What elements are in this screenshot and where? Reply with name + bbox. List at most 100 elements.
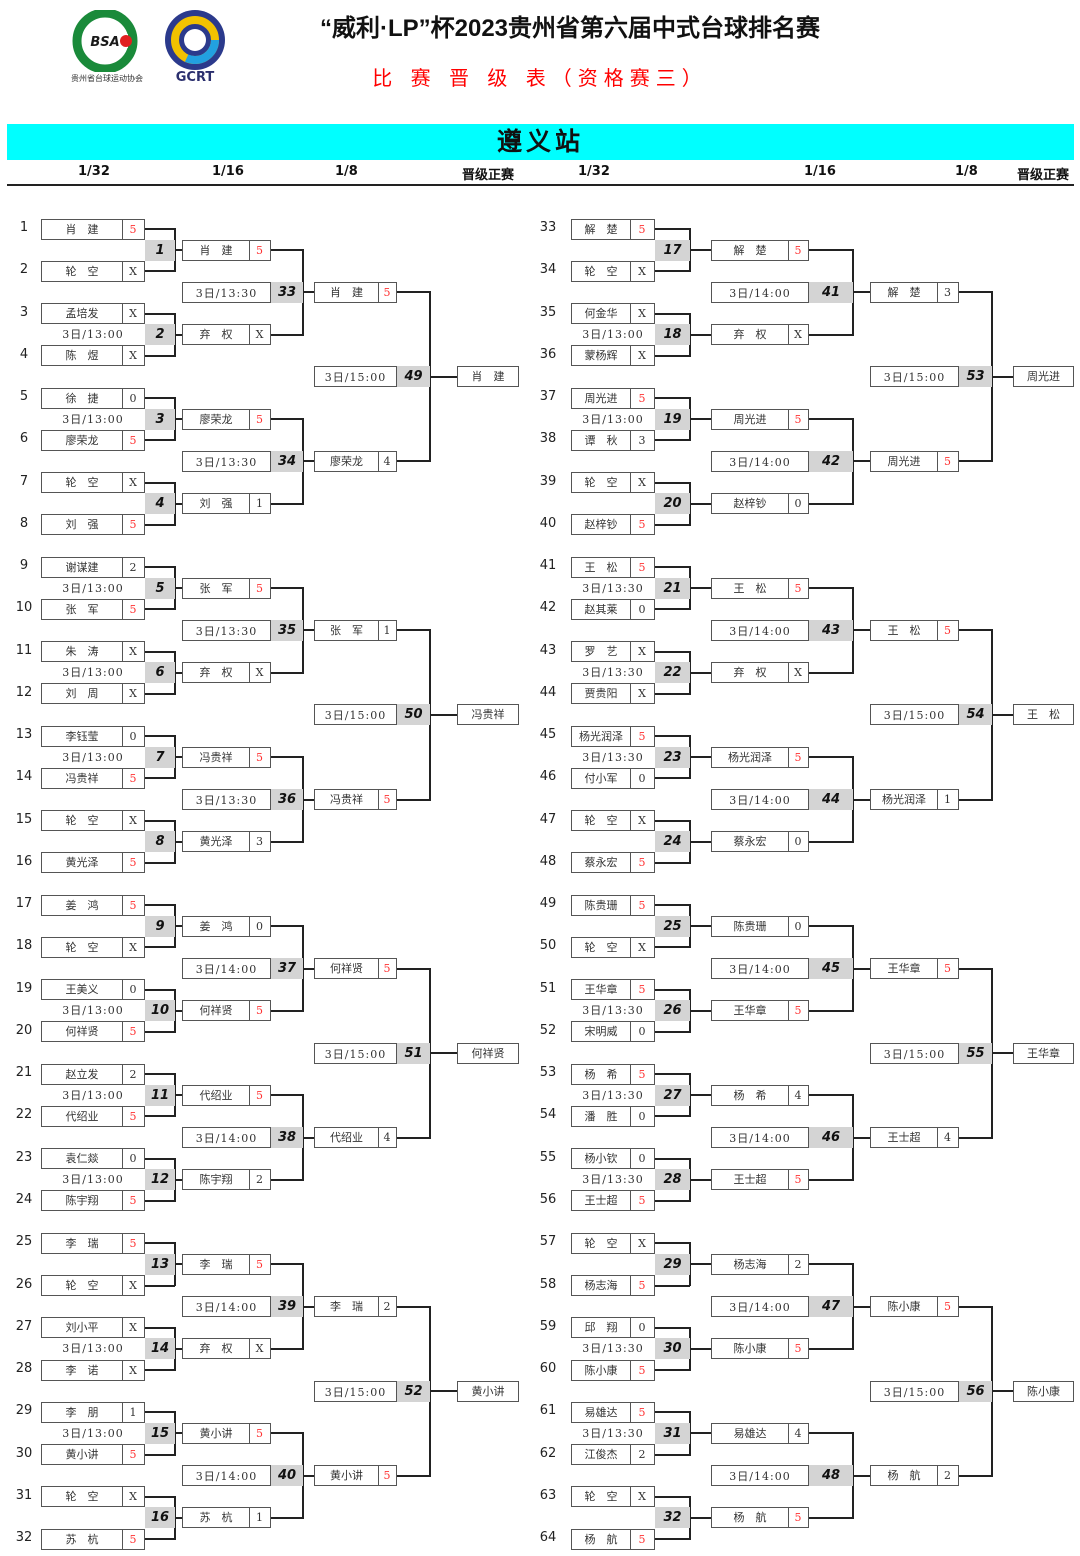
- r16-entry-name[interactable]: 廖荣龙: [182, 408, 250, 430]
- r16-entry-name[interactable]: 王华章: [711, 1000, 789, 1022]
- r8-entry-name[interactable]: 代绍业: [314, 1127, 379, 1149]
- r8-entry-name[interactable]: 周光进: [870, 450, 938, 472]
- player-name[interactable]: 谭 秋: [571, 429, 631, 451]
- r16-entry-name[interactable]: 杨 航: [711, 1507, 789, 1529]
- qualifier-name[interactable]: 周光进: [1013, 366, 1074, 388]
- player-name[interactable]: 陈小康: [571, 1359, 631, 1381]
- player-name[interactable]: 杨 希: [571, 1063, 631, 1085]
- player-name[interactable]: 冯贵祥: [41, 767, 123, 789]
- player-name[interactable]: 李 朋: [41, 1401, 123, 1423]
- r16-entry-name[interactable]: 黄光泽: [182, 831, 250, 853]
- player-name[interactable]: 轮 空: [41, 1275, 123, 1296]
- r8-entry-name[interactable]: 张 军: [314, 619, 379, 641]
- r8-entry-name[interactable]: 陈小康: [870, 1296, 938, 1318]
- player-name[interactable]: 杨 航: [571, 1528, 631, 1550]
- player-name[interactable]: 贾贵阳: [571, 683, 631, 705]
- qualifier-name[interactable]: 黄小讲: [457, 1380, 519, 1402]
- player-name[interactable]: 李 瑞: [41, 1232, 123, 1254]
- r16-entry-name[interactable]: 陈小康: [711, 1338, 789, 1360]
- player-name[interactable]: 刘 强: [41, 514, 123, 536]
- r8-entry-name[interactable]: 王 松: [870, 619, 938, 641]
- r16-entry-name[interactable]: 弃 权: [182, 324, 250, 346]
- r16-entry-name[interactable]: 杨光润泽: [711, 746, 789, 768]
- player-name[interactable]: 赵梓钞: [571, 514, 631, 536]
- r16-entry-name[interactable]: 代绍业: [182, 1084, 250, 1106]
- player-name[interactable]: 轮 空: [571, 260, 631, 282]
- player-name[interactable]: 轮 空: [571, 1232, 631, 1254]
- qualifier-name[interactable]: 王 松: [1013, 704, 1074, 726]
- player-name[interactable]: 黄光泽: [41, 852, 123, 874]
- r16-entry-name[interactable]: 冯贵祥: [182, 746, 250, 768]
- player-name[interactable]: 陈 煜: [41, 345, 123, 367]
- player-name[interactable]: 苏 杭: [41, 1528, 123, 1550]
- r16-entry-name[interactable]: 陈贵珊: [711, 915, 789, 937]
- player-name[interactable]: 轮 空: [571, 472, 631, 494]
- player-name[interactable]: 易雄达: [571, 1401, 631, 1423]
- player-name[interactable]: 代绍业: [41, 1105, 123, 1127]
- player-name[interactable]: 潘 胜: [571, 1105, 631, 1127]
- r16-entry-name[interactable]: 王 松: [711, 577, 789, 599]
- r16-entry-name[interactable]: 蔡永宏: [711, 831, 789, 853]
- player-name[interactable]: 刘 周: [41, 683, 123, 705]
- player-name[interactable]: 付小军: [571, 767, 631, 789]
- player-name[interactable]: 蔡永宏: [571, 852, 631, 874]
- player-name[interactable]: 轮 空: [41, 936, 123, 958]
- player-name[interactable]: 周光进: [571, 387, 631, 409]
- player-name[interactable]: 轮 空: [571, 810, 631, 832]
- player-name[interactable]: 姜 鸿: [41, 894, 123, 916]
- r16-entry-name[interactable]: 何祥贤: [182, 1000, 250, 1022]
- r16-entry-name[interactable]: 姜 鸿: [182, 915, 250, 937]
- qualifier-name[interactable]: 冯贵祥: [457, 704, 519, 726]
- player-name[interactable]: 江俊杰: [571, 1444, 631, 1466]
- r16-entry-name[interactable]: 弃 权: [711, 662, 789, 684]
- player-name[interactable]: 谢谋建: [41, 556, 123, 578]
- qualifier-name[interactable]: 陈小康: [1013, 1380, 1074, 1402]
- r8-entry-name[interactable]: 解 楚: [870, 281, 938, 303]
- player-name[interactable]: 袁仁燚: [41, 1148, 123, 1170]
- player-name[interactable]: 轮 空: [41, 810, 123, 832]
- r16-entry-name[interactable]: 王士超: [711, 1169, 789, 1191]
- player-name[interactable]: 宋明威: [571, 1021, 631, 1043]
- player-name[interactable]: 杨小钦: [571, 1148, 631, 1170]
- player-name[interactable]: 杨光润泽: [571, 725, 631, 747]
- r16-entry-name[interactable]: 赵梓钞: [711, 493, 789, 515]
- player-name[interactable]: 何金华: [571, 303, 631, 325]
- player-name[interactable]: 王美义: [41, 979, 123, 1001]
- player-name[interactable]: 李 诺: [41, 1359, 123, 1381]
- player-name[interactable]: 罗 艺: [571, 641, 631, 663]
- r8-entry-name[interactable]: 杨 航: [870, 1465, 938, 1487]
- r8-entry-name[interactable]: 杨光润泽: [870, 789, 938, 810]
- player-name[interactable]: 轮 空: [41, 1486, 123, 1508]
- r16-entry-name[interactable]: 解 楚: [711, 239, 789, 261]
- qualifier-name[interactable]: 何祥贤: [457, 1042, 519, 1064]
- r8-entry-name[interactable]: 王华章: [870, 958, 938, 980]
- r8-entry-name[interactable]: 何祥贤: [314, 958, 379, 980]
- player-name[interactable]: 朱 涛: [41, 641, 123, 663]
- player-name[interactable]: 王华章: [571, 979, 631, 1001]
- r16-entry-name[interactable]: 周光进: [711, 408, 789, 430]
- player-name[interactable]: 杨志海: [571, 1275, 631, 1296]
- r16-entry-name[interactable]: 杨 希: [711, 1084, 789, 1106]
- r16-entry-name[interactable]: 弃 权: [711, 324, 789, 346]
- player-name[interactable]: 邱 翔: [571, 1317, 631, 1339]
- player-name[interactable]: 轮 空: [571, 936, 631, 958]
- r16-entry-name[interactable]: 张 军: [182, 577, 250, 599]
- player-name[interactable]: 解 楚: [571, 218, 631, 240]
- player-name[interactable]: 轮 空: [41, 472, 123, 494]
- player-name[interactable]: 蒙杨辉: [571, 345, 631, 367]
- player-name[interactable]: 张 军: [41, 598, 123, 620]
- player-name[interactable]: 赵立发: [41, 1063, 123, 1085]
- r16-entry-name[interactable]: 黄小讲: [182, 1422, 250, 1444]
- r16-entry-name[interactable]: 陈宇翔: [182, 1169, 250, 1191]
- r16-entry-name[interactable]: 杨志海: [711, 1253, 789, 1275]
- player-name[interactable]: 肖 建: [41, 218, 123, 240]
- r16-entry-name[interactable]: 李 瑞: [182, 1253, 250, 1275]
- r16-entry-name[interactable]: 肖 建: [182, 239, 250, 261]
- r8-entry-name[interactable]: 李 瑞: [314, 1296, 379, 1318]
- player-name[interactable]: 黄小讲: [41, 1444, 123, 1466]
- r8-entry-name[interactable]: 肖 建: [314, 281, 379, 303]
- r16-entry-name[interactable]: 易雄达: [711, 1422, 789, 1444]
- player-name[interactable]: 轮 空: [571, 1486, 631, 1508]
- qualifier-name[interactable]: 肖 建: [457, 366, 519, 388]
- qualifier-name[interactable]: 王华章: [1013, 1042, 1074, 1064]
